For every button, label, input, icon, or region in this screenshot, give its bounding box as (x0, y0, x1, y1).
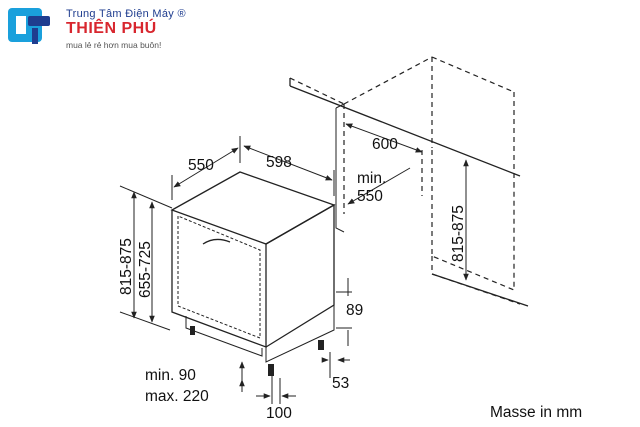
dim-niche-min-value: 550 (357, 188, 383, 205)
units-note: Masse in mm (490, 404, 582, 421)
dim-toe-depth-label: 53 (332, 375, 349, 392)
dim-toe-height-label: 89 (346, 302, 363, 319)
dim-height-right-label: 815-875 (450, 205, 467, 262)
logo-mark-icon (8, 8, 50, 44)
dim-height-left-label: 815-875 (118, 238, 135, 295)
dim-niche-min-label: min. (357, 170, 386, 187)
dim-plinth-min-label: min. 90 (145, 367, 196, 384)
dim-plinth-max-label: max. 220 (145, 388, 209, 405)
dim-foot-offset-label: 100 (266, 405, 292, 422)
dim-depth-label: 550 (188, 157, 214, 174)
dim-inner-height-label: 655-725 (137, 241, 154, 298)
brand-logo: Trung Tâm Điện Máy ® THIÊN PHÚ mua lẻ rẻ… (0, 0, 200, 52)
logo-slogan: mua lẻ rẻ hơn mua buôn! (66, 40, 162, 50)
dimension-lines (119, 123, 469, 404)
dim-width-label: 598 (266, 154, 292, 171)
niche-outline (289, 56, 529, 307)
dishwasher-body (170, 171, 336, 376)
dim-niche-width-label: 600 (372, 136, 398, 153)
logo-tagline: Trung Tâm Điện Máy ® (66, 8, 186, 20)
logo-brand-name: THIÊN PHÚ (66, 20, 157, 37)
